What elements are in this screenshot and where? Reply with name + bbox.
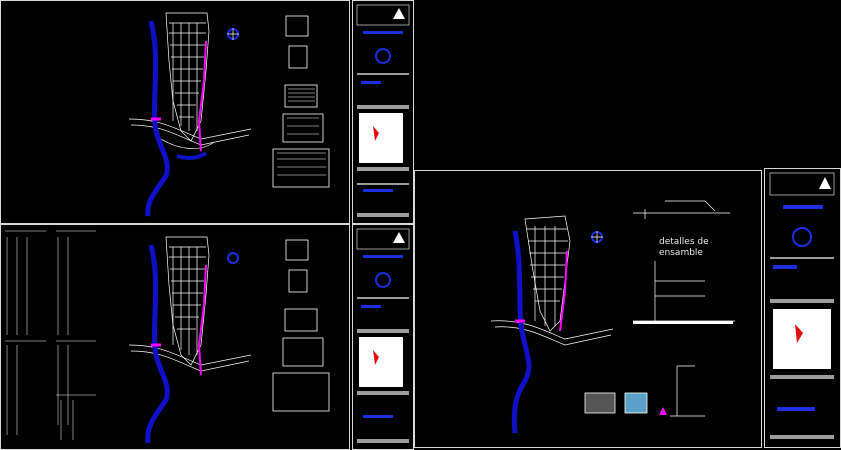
north-arrow-icon [393,232,405,243]
level-marker-icon [659,407,667,415]
title-block-strip-3[interactable] [764,168,841,448]
site-plan-with-tables-drawing [5,230,330,444]
annotation-text: detalles de ensamble [659,237,709,259]
annotation-line-1: detalles de [659,237,709,247]
assembly-details-drawing [490,200,735,434]
title-block-drawing-2 [356,228,410,443]
thumbnail-render-1 [584,392,616,414]
thumbnail-render-2 [624,392,648,414]
north-arrow-icon [819,177,831,189]
compass-icon [375,48,391,64]
viewport-site-plan-top[interactable] [0,0,350,224]
title-block-drawing [356,4,410,217]
compass-icon [792,227,812,247]
compass-icon [375,272,391,288]
title-block-strip-1[interactable] [352,0,414,224]
viewport-assembly-details[interactable]: detalles de ensamble [414,170,762,448]
site-plan-drawing [128,12,330,217]
compass-icon [591,231,603,243]
compass-icon [227,28,239,40]
north-arrow-icon [393,8,405,19]
title-block-drawing-3 [769,172,835,439]
viewport-site-plan-bottom[interactable] [0,224,350,450]
annotation-line-2: ensamble [659,248,703,258]
title-block-strip-2[interactable] [352,224,414,450]
compass-icon [227,252,239,264]
